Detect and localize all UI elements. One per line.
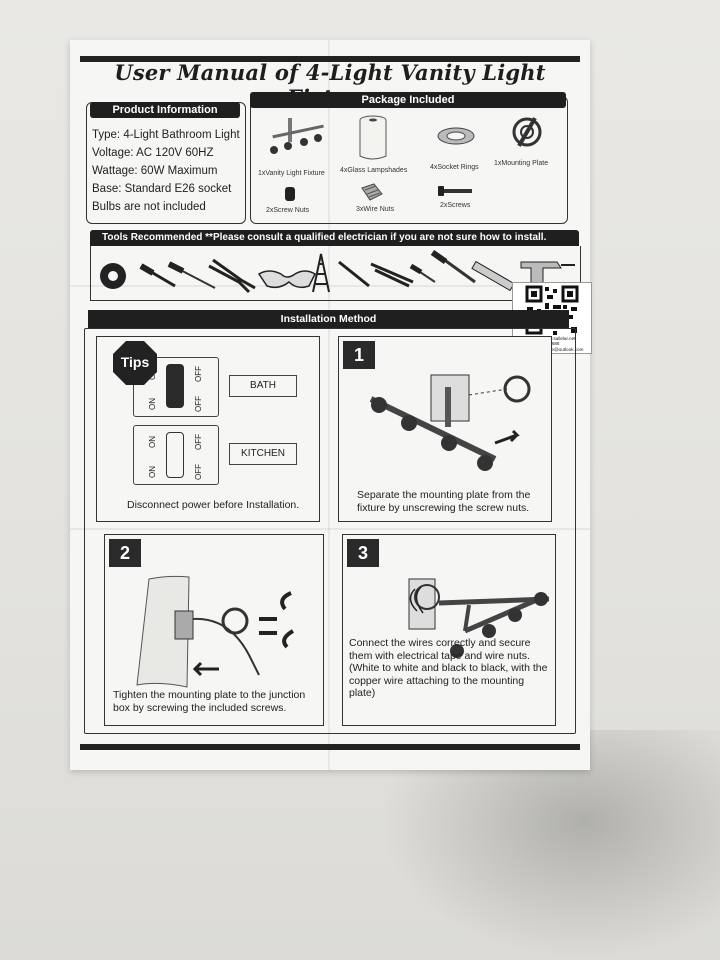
- switch-on-label: ON: [148, 466, 157, 478]
- product-info-list: Type: 4-Light Bathroom Light Voltage: AC…: [92, 126, 240, 216]
- wire-nut-icon: [360, 182, 384, 207]
- tools-illustration: [100, 249, 575, 294]
- step-2-caption: Tighten the mounting plate to the juncti…: [113, 689, 306, 714]
- product-info-line: Type: 4-Light Bathroom Light: [92, 129, 240, 141]
- package-item-label: 3xWire Nuts: [356, 206, 395, 213]
- top-rule: [80, 56, 580, 62]
- socket-ring-icon: [436, 126, 476, 151]
- bath-label: BATH: [229, 375, 297, 397]
- package-header: Package Included: [250, 92, 566, 108]
- tools-row: [90, 246, 581, 301]
- switch-on-label: ON: [148, 436, 157, 448]
- tools-header: Tools Recommended **Please consult a qua…: [90, 230, 579, 246]
- step-1-panel: 1 Separate the mounting plate from the f…: [338, 336, 552, 522]
- product-info-line: Wattage: 60W Maximum: [92, 165, 218, 177]
- fold-line: [70, 285, 590, 287]
- step-3-panel: 3 Connect the wires correctly and secure…: [342, 534, 556, 726]
- step-2-panel: 2 Tighten the mounting plate to the junc…: [104, 534, 324, 726]
- screw-icon: [438, 184, 474, 202]
- switch-off-label: OFF: [194, 396, 203, 412]
- screwdriver-icon: [139, 263, 176, 288]
- package-item-label: 1xVanity Light Fixture: [258, 170, 325, 177]
- installation-header: Installation Method: [88, 310, 569, 328]
- hammer-icon: [430, 249, 476, 284]
- manual-sheet: User Manual of 4-Light Vanity Light Fixt…: [70, 40, 592, 770]
- wire-stripper-icon: [370, 262, 414, 288]
- step-3-illustration: [408, 578, 549, 658]
- glass-lampshade-icon: [358, 114, 388, 167]
- fold-line: [328, 40, 330, 770]
- tape-icon: [100, 263, 126, 289]
- product-info-line: Base: Standard E26 socket: [92, 183, 232, 195]
- step-number: 1: [343, 341, 375, 369]
- package-item-label: 1xMounting Plate: [494, 160, 549, 167]
- package-item-label: 2xScrews: [440, 202, 471, 209]
- kitchen-label: KITCHEN: [229, 443, 297, 465]
- step-1-caption: Separate the mounting plate from the fix…: [357, 489, 531, 514]
- safety-glasses-icon: [257, 270, 316, 289]
- screwdriver-icon: [167, 261, 216, 289]
- tips-octagon-icon: [113, 341, 157, 385]
- bath-switch-toggle: [166, 364, 184, 408]
- tips-caption: Disconnect power before Installation.: [127, 499, 300, 511]
- switch-off-label: OFF: [194, 464, 203, 480]
- step-number: 3: [347, 539, 379, 567]
- product-info-line: Voltage: AC 120V 60HZ: [92, 147, 214, 159]
- installation-frame: [84, 328, 576, 734]
- switch-off-label: OFF: [194, 434, 203, 450]
- bath-switch-plate: ON OFF ON OFF: [133, 357, 219, 417]
- drill-bit-icon: [409, 263, 436, 283]
- fold-line: [70, 528, 590, 530]
- switch-off-label: OFF: [194, 366, 203, 382]
- step-3-caption: Connect the wires correctly and secure t…: [349, 637, 548, 699]
- pliers-icon: [208, 258, 256, 294]
- package-item-label: 4xSocket Rings: [430, 164, 479, 171]
- level-icon: [471, 260, 515, 292]
- bottom-rule: [80, 744, 580, 750]
- screw-nut-icon: [284, 186, 296, 207]
- step-2-illustration: [136, 575, 295, 688]
- product-info-line: Bulbs are not included: [92, 201, 206, 213]
- product-info-header: Product Information: [90, 102, 240, 118]
- kitchen-switch-plate: ON OFF ON OFF: [133, 425, 219, 485]
- kitchen-switch-toggle: [166, 432, 184, 478]
- step-number: 2: [109, 539, 141, 567]
- vanity-fixture-icon: [266, 116, 330, 169]
- package-item-label: 4xGlass Lampshades: [340, 167, 408, 174]
- pencil-icon: [338, 260, 370, 288]
- tips-badge: Tips: [112, 340, 158, 386]
- switch-on-label: ON: [148, 398, 157, 410]
- ladder-icon: [312, 253, 330, 293]
- step-1-illustration: [369, 374, 531, 471]
- mounting-plate-icon: [512, 110, 542, 159]
- tips-badge-label: Tips: [120, 354, 150, 370]
- package-item-label: 2xScrew Nuts: [266, 207, 310, 214]
